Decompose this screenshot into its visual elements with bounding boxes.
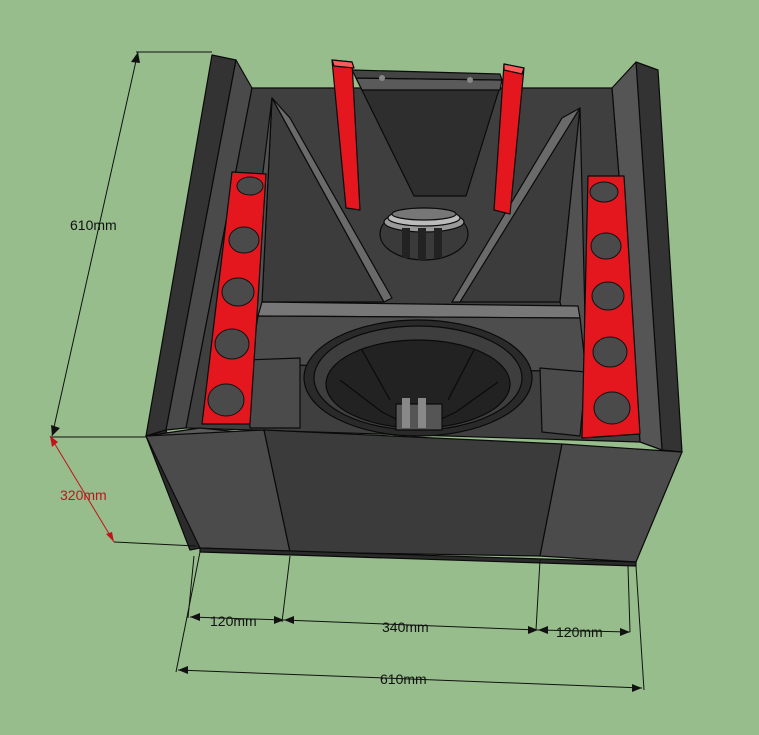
horn-screw-icon [379,75,385,81]
port-hole-icon [221,277,255,307]
woofer [303,319,533,437]
horn-screw-icon [467,77,473,83]
width-extension-lines [175,551,645,691]
total-width-dimension: 610mm [177,666,643,692]
left-width-label: 120mm [210,613,257,629]
corner-blocks [245,357,587,437]
port-hole-icon [214,328,250,360]
center-width-dimension: 340mm [283,616,539,635]
port-hole-icon [591,281,625,311]
right-width-label: 120mm [556,624,603,640]
right-width-dimension: 120mm [537,624,631,640]
left-width-dimension: 120mm [189,613,285,629]
depth-label: 320mm [60,487,107,503]
front-panel [145,427,683,567]
center-width-label: 340mm [382,619,429,635]
height-dimension: 610mm [50,51,212,438]
left-port-brace [201,171,267,425]
port-hole-icon [593,391,631,425]
compression-driver [379,207,469,261]
depth-dimension: 320mm [49,435,197,547]
port-hole-icon [589,181,619,203]
port-hole-icon [590,232,622,260]
port-hole-icon [592,336,628,368]
port-hole-icon [207,383,245,417]
right-port-brace [581,175,641,439]
tweeter-horn [351,69,503,197]
red-horn-braces [331,59,525,215]
port-hole-icon [236,176,264,196]
port-hole-icon [228,226,260,254]
height-label: 610mm [70,217,117,233]
total-width-label: 610mm [380,671,427,687]
